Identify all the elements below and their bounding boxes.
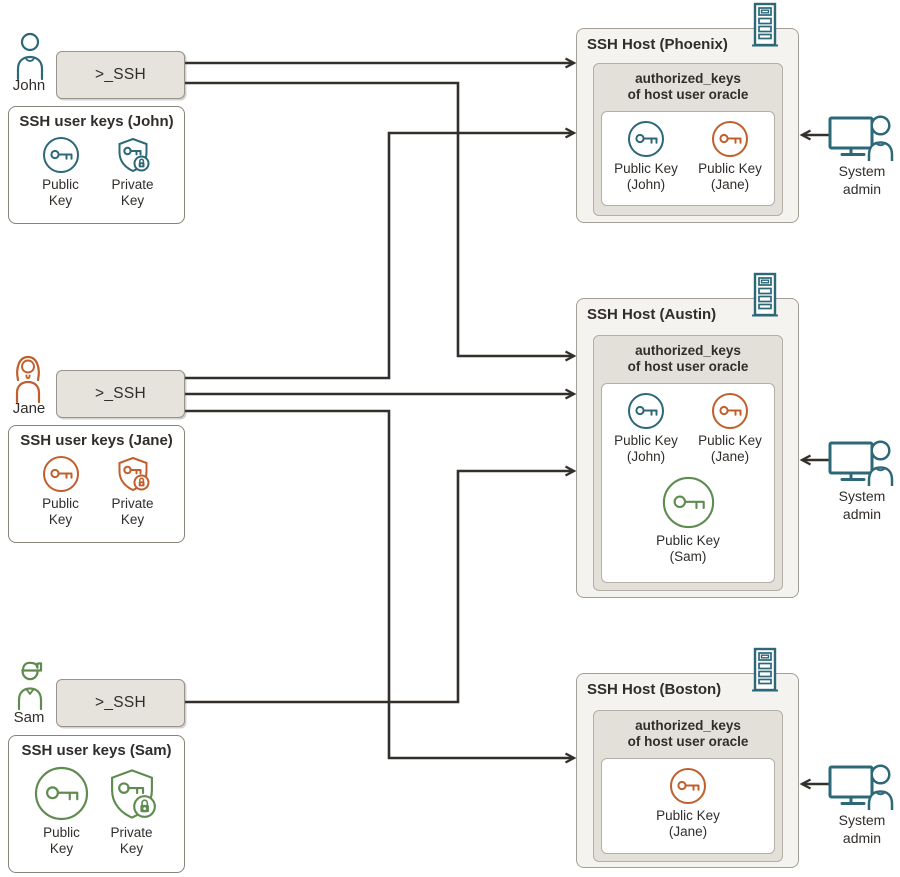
system-admin-label: System admin — [838, 163, 886, 197]
authorized-keys-title: authorized_keys of host user oracle — [627, 343, 749, 374]
public-key-item: Public Key — [30, 136, 92, 210]
user-name-john: John — [12, 77, 46, 94]
host-key-label: Public Key (Sam) — [656, 532, 720, 565]
ssh-terminal-jane: >_SSH — [56, 370, 185, 418]
host-key-label: Public Key (John) — [614, 433, 678, 465]
server-icon-austin — [750, 272, 780, 320]
system-admin-icon-austin — [828, 438, 894, 486]
public-key-icon — [33, 765, 90, 822]
public-key-label: Public Key — [43, 824, 80, 856]
public-key-icon — [669, 767, 707, 805]
user-keys-panel-sam: SSH user keys (Sam) Public Key — [8, 735, 185, 873]
public-key-icon — [627, 392, 665, 430]
public-key-icon — [627, 120, 665, 158]
private-key-label: Private Key — [111, 176, 154, 208]
host-title: SSH Host (Austin) — [587, 306, 717, 323]
authorized-keys-panel: authorized_keys of host user oracle Publ… — [593, 63, 783, 216]
host-box-phoenix: SSH Host (Phoenix) authorized_keys of ho… — [576, 28, 799, 223]
public-key-item: Public Key — [31, 765, 93, 858]
system-admin-icon-boston — [828, 762, 894, 810]
server-icon-phoenix — [750, 2, 780, 50]
private-key-label: Private Key — [111, 495, 154, 527]
arrow-sam-to-austin — [183, 465, 577, 704]
private-key-item: Private Key — [101, 766, 163, 858]
arrow-john-to-austin — [183, 81, 577, 362]
authorized-keys-list: Public Key (John) Public Key (Jane) — [601, 111, 775, 206]
host-key-item: Public Key (Jane) — [692, 120, 768, 194]
ssh-terminal-john: >_SSH — [56, 51, 185, 99]
system-admin-icon-phoenix — [828, 113, 894, 161]
host-key-item: Public Key (John) — [608, 392, 684, 466]
system-admin-label: System admin — [838, 812, 886, 846]
authorized-keys-panel: authorized_keys of host user oracle Publ… — [593, 710, 783, 862]
public-key-item: Public Key — [30, 455, 92, 529]
public-key-icon — [42, 455, 80, 493]
private-key-icon — [104, 766, 160, 822]
public-key-icon — [711, 392, 749, 430]
public-key-label: Public Key — [42, 176, 79, 208]
private-key-icon — [114, 455, 152, 493]
private-key-label: Private Key — [110, 824, 153, 856]
host-key-label: Public Key (Jane) — [698, 433, 762, 465]
user-keys-panel-title: SSH user keys (Jane) — [20, 432, 173, 449]
user-keys-panel-john: SSH user keys (John) Public Key — [8, 106, 185, 224]
user-icon-sam — [13, 661, 47, 711]
host-key-item: Public Key (Sam) — [650, 475, 726, 566]
host-title: SSH Host (Boston) — [587, 681, 722, 698]
user-icon-john — [13, 31, 47, 81]
user-keys-panel-jane: SSH user keys (Jane) Public Key — [8, 425, 185, 543]
ssh-terminal-sam: >_SSH — [56, 679, 185, 727]
private-key-item: Private Key — [102, 136, 164, 210]
authorized-keys-panel: authorized_keys of host user oracle Publ… — [593, 335, 783, 591]
host-key-label: Public Key (Jane) — [656, 808, 720, 840]
user-keys-panel-title: SSH user keys (Sam) — [21, 742, 172, 759]
user-keys-panel-title: SSH user keys (John) — [19, 113, 174, 130]
authorized-keys-list: Public Key (John) Public Key (Jane) — [601, 383, 775, 583]
user-name-jane: Jane — [12, 400, 46, 417]
public-key-label: Public Key — [42, 495, 79, 527]
server-icon-boston — [750, 647, 780, 695]
host-box-boston: SSH Host (Boston) authorized_keys of hos… — [576, 673, 799, 868]
authorized-keys-title: authorized_keys of host user oracle — [627, 71, 749, 102]
user-name-sam: Sam — [13, 709, 45, 726]
public-key-icon — [42, 136, 80, 174]
host-key-label: Public Key (John) — [614, 161, 678, 193]
host-key-item: Public Key (Jane) — [692, 392, 768, 466]
host-title: SSH Host (Phoenix) — [587, 36, 728, 53]
public-key-icon — [711, 120, 749, 158]
host-key-label: Public Key (Jane) — [698, 161, 762, 193]
public-key-icon — [661, 475, 716, 530]
user-icon-jane — [11, 354, 45, 404]
arrow-jane-to-boston — [183, 409, 577, 764]
authorized-keys-title: authorized_keys of host user oracle — [627, 718, 749, 749]
private-key-item: Private Key — [102, 455, 164, 529]
host-key-item: Public Key (Jane) — [650, 767, 726, 841]
host-key-item: Public Key (John) — [608, 120, 684, 194]
host-box-austin: SSH Host (Austin) authorized_keys of hos… — [576, 298, 799, 598]
authorized-keys-list: Public Key (Jane) — [601, 758, 775, 854]
system-admin-label: System admin — [838, 488, 886, 522]
arrow-jane-to-phoenix — [183, 127, 577, 380]
private-key-icon — [114, 136, 152, 174]
